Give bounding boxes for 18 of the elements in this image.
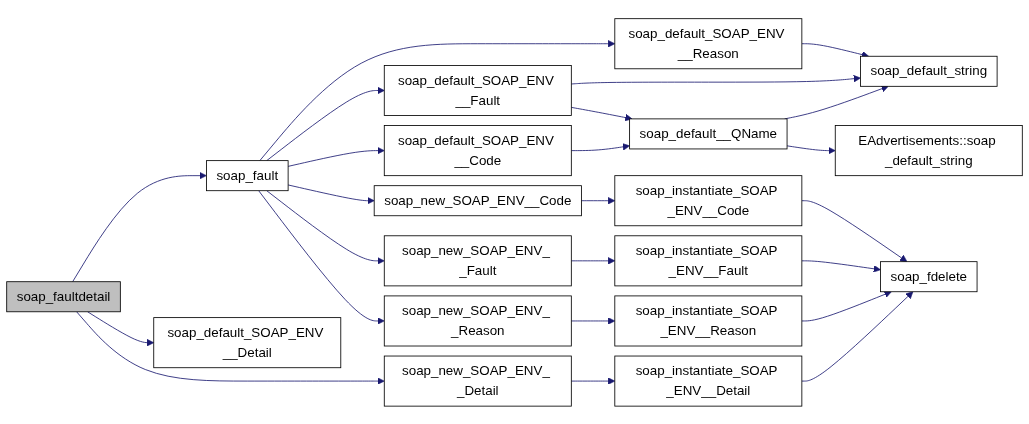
node-box: soap_instantiate_SOAP _ENV__Fault bbox=[614, 234, 803, 286]
node-box: soap_default_SOAP_ENV __Fault bbox=[383, 64, 572, 116]
node-box: soap_default__QName bbox=[629, 118, 788, 149]
node-box: soap_faultdetail bbox=[6, 280, 121, 312]
node-box: soap_instantiate_SOAP _ENV__Code bbox=[614, 174, 803, 226]
node-box: soap_instantiate_SOAP _ENV__Reason bbox=[614, 295, 803, 347]
node-box: soap_instantiate_SOAP _ENV__Detail bbox=[614, 355, 803, 407]
node-box: soap_new_SOAP_ENV_ _Reason bbox=[383, 295, 572, 347]
node-box: soap_default_SOAP_ENV __Detail bbox=[153, 316, 342, 368]
node-box: soap_fault bbox=[206, 159, 289, 191]
node-box: soap_new_SOAP_ENV__Code bbox=[373, 184, 582, 216]
node-box: soap_new_SOAP_ENV_ _Detail bbox=[383, 355, 572, 407]
node-box: soap_default_string bbox=[860, 55, 998, 87]
node-box: soap_fdelete bbox=[880, 260, 978, 292]
node-box: soap_default_SOAP_ENV __Reason bbox=[614, 17, 803, 69]
node-box: soap_default_SOAP_ENV __Code bbox=[383, 124, 572, 176]
node-box: soap_new_SOAP_ENV_ _Fault bbox=[383, 234, 572, 286]
node-box: EAdvertisements::soap _default_string bbox=[834, 124, 1023, 176]
